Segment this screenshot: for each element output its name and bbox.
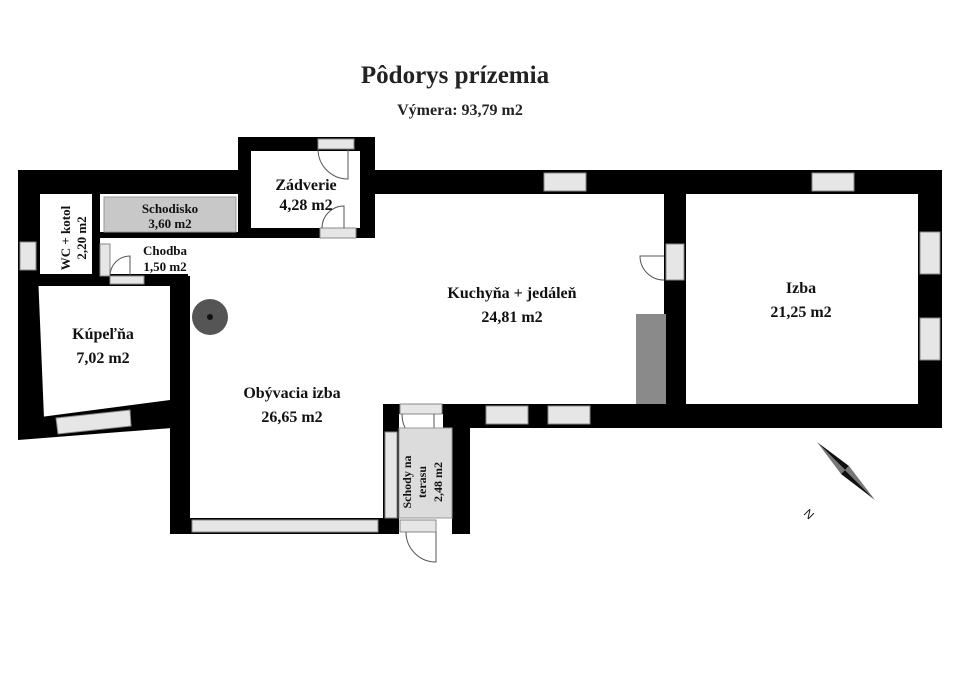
area-wc: 2,20 m2 bbox=[74, 216, 89, 259]
window-wc bbox=[19, 241, 37, 271]
wall-top-left bbox=[18, 170, 240, 194]
wall-top-right bbox=[372, 170, 942, 194]
windows bbox=[19, 138, 941, 533]
stairs-terasa bbox=[398, 427, 453, 519]
label-obyvacia: Obývacia izba bbox=[243, 385, 340, 402]
area-kuchyna: 24,81 m2 bbox=[481, 309, 542, 326]
wall-stairs-bottom bbox=[100, 232, 240, 238]
door-zadverie-top bbox=[317, 138, 355, 150]
area-schodisko: 3,60 m2 bbox=[148, 216, 191, 231]
wall-right bbox=[918, 170, 942, 428]
stairs-schodisko bbox=[103, 196, 237, 233]
window-kitchen-top bbox=[543, 172, 587, 192]
area-chodba: 1,50 m2 bbox=[143, 259, 186, 274]
label-terasa-2: terasu bbox=[415, 466, 429, 498]
window-izba-right-2 bbox=[919, 317, 941, 361]
label-schodisko: Schodisko bbox=[142, 201, 198, 216]
door-wc bbox=[99, 243, 111, 277]
area-terasa: 2,48 m2 bbox=[431, 462, 445, 502]
wall-zadverie-right bbox=[360, 137, 375, 237]
area-kupelna: 7,02 m2 bbox=[76, 350, 129, 367]
label-kuchyna: Kuchyňa + jedáleň bbox=[447, 285, 576, 302]
chimney bbox=[636, 314, 666, 404]
door-izba bbox=[665, 243, 685, 281]
label-kupelna: Kúpeľňa bbox=[72, 326, 134, 343]
window-kitchen-bottom-2 bbox=[547, 405, 591, 425]
compass-rose-icon: N bbox=[801, 440, 875, 522]
wall-zadverie-left bbox=[238, 137, 251, 237]
window-kupelna bbox=[55, 409, 132, 435]
window-terasa bbox=[384, 431, 398, 519]
door-terasa-top bbox=[399, 403, 443, 415]
wall-living-left bbox=[170, 276, 190, 534]
area-zadverie: 4,28 m2 bbox=[279, 197, 332, 214]
area-obyvacia: 26,65 m2 bbox=[261, 409, 322, 426]
door-kupelna bbox=[109, 275, 145, 285]
label-wc: WC + kotol bbox=[58, 205, 73, 270]
wall-kupelna-top bbox=[18, 274, 188, 286]
label-terasa-1: Schody na bbox=[400, 455, 414, 508]
plan-title: Pôdorys prízemia bbox=[361, 62, 550, 89]
window-izba-top bbox=[811, 172, 855, 192]
compass-north-label: N bbox=[801, 506, 817, 522]
label-zadverie: Zádverie bbox=[275, 177, 336, 194]
label-chodba: Chodba bbox=[143, 243, 188, 258]
wall-bottom-right bbox=[465, 404, 942, 428]
wall-kupelna-left bbox=[18, 274, 44, 438]
plan-subtitle: Výmera: 93,79 m2 bbox=[397, 102, 523, 119]
door-zadverie-bottom bbox=[319, 227, 357, 239]
window-living-bottom bbox=[191, 519, 379, 533]
window-kitchen-bottom-1 bbox=[485, 405, 529, 425]
window-izba-right-1 bbox=[919, 231, 941, 275]
wall-terasa-right bbox=[452, 404, 470, 534]
wall-partition bbox=[664, 192, 686, 428]
door-terasa-bottom bbox=[399, 519, 437, 533]
label-izba: Izba bbox=[786, 280, 816, 297]
wall-wc-right bbox=[92, 192, 100, 278]
room-labels: Zádverie 4,28 m2 Schodisko 3,60 m2 WC + … bbox=[58, 177, 832, 509]
area-izba: 21,25 m2 bbox=[770, 304, 831, 321]
wall-zadverie-bottom bbox=[238, 228, 375, 238]
